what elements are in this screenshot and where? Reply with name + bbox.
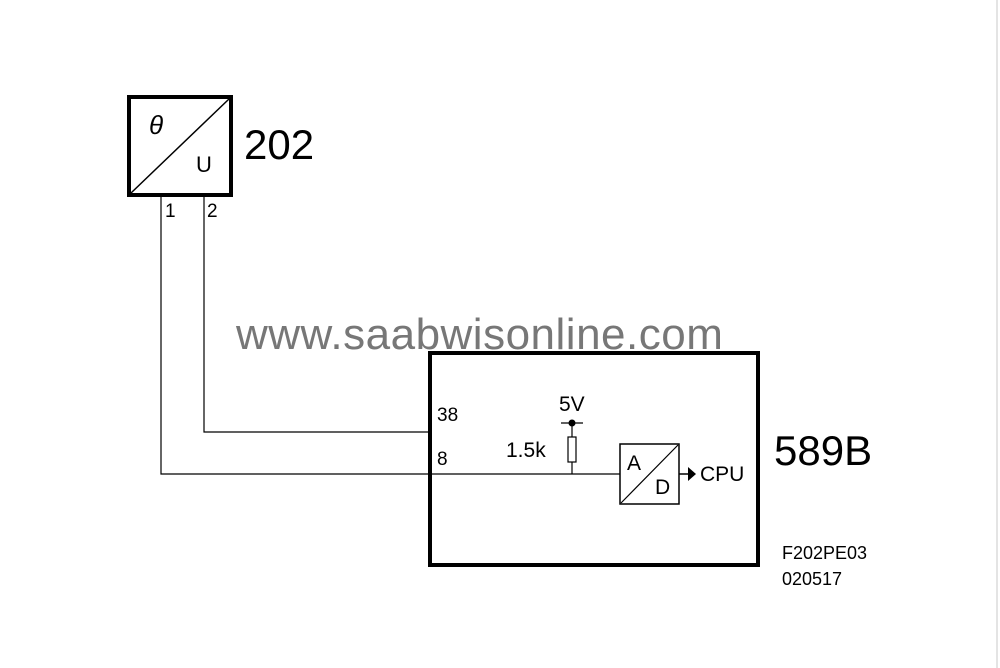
sensor-pin-2: 2: [207, 201, 218, 222]
ecu-pin-38: 38: [437, 405, 459, 426]
wire-pin2-to-38: [203, 197, 432, 433]
wire-pin1-to-8: [160, 197, 432, 475]
page-edge-rule: [996, 0, 998, 668]
ecu-pin-8: 8: [437, 449, 448, 470]
drawing-code: F202PE03: [782, 543, 868, 563]
sensor-diagonal: [130, 98, 230, 194]
cpu-label: CPU: [700, 463, 745, 486]
supply-label: 5V: [559, 393, 585, 416]
ecu-id: 589B: [774, 427, 873, 474]
ecu-589b-box: [428, 351, 760, 567]
watermark: www.saabwisonline.com: [236, 310, 724, 359]
adc-in-label: A: [627, 452, 642, 475]
adc-diagonal: [620, 444, 679, 504]
sensor-output-symbol: U: [196, 152, 212, 177]
resistor-label: 1.5k: [506, 439, 546, 462]
sensor-202-box: [127, 95, 233, 197]
resistor-1-5k: [567, 436, 577, 463]
sensor-pin-1: 1: [165, 201, 176, 222]
cpu-arrow-head: [688, 467, 696, 481]
drawing-date: 020517: [782, 569, 843, 589]
adc-out-label: D: [655, 476, 671, 499]
sensor-input-symbol: θ: [149, 110, 164, 140]
sensor-id: 202: [244, 121, 315, 168]
